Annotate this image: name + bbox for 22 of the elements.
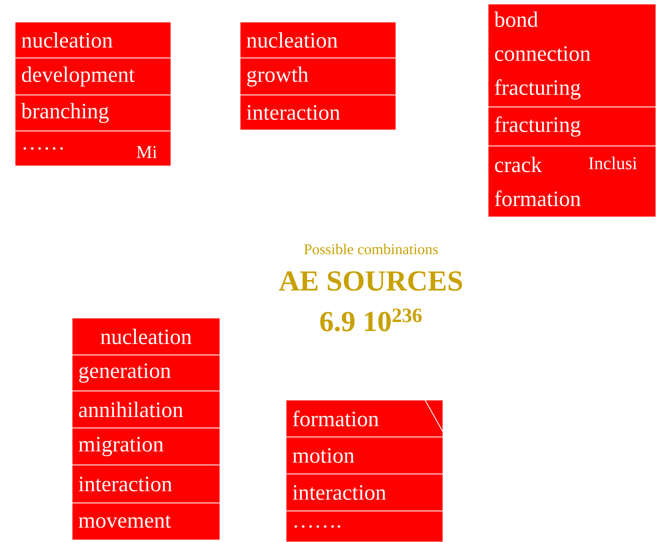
list-cell: growth (240, 58, 396, 96)
list-cell: fracturing (488, 106, 656, 146)
list-cell: interaction (286, 474, 444, 512)
list-cell: interaction (72, 464, 220, 504)
list-cell: migration (72, 428, 220, 466)
list-cell: generation (72, 354, 220, 392)
list-cell: branching (14, 94, 172, 132)
list-cell: annihilation (72, 390, 220, 428)
text-label: Inclusi (588, 156, 637, 170)
list-cell: movement (72, 502, 220, 540)
list-cell: motion (286, 436, 444, 474)
text-label: AE SOURCES (279, 271, 462, 291)
list-cell: nucleation (240, 22, 396, 58)
list-cell: ……. (286, 510, 444, 542)
list-cell: formation (286, 400, 444, 438)
list-cell: interaction (240, 94, 396, 130)
list-cell: nucleation (72, 318, 220, 356)
text-label: Possible combinations (304, 244, 438, 254)
text-label: Mi (136, 146, 157, 158)
list-cell: development (14, 58, 172, 96)
text-label: 6.9 10$^{236}$ (320, 308, 422, 332)
list-cell: nucleation (14, 22, 172, 58)
